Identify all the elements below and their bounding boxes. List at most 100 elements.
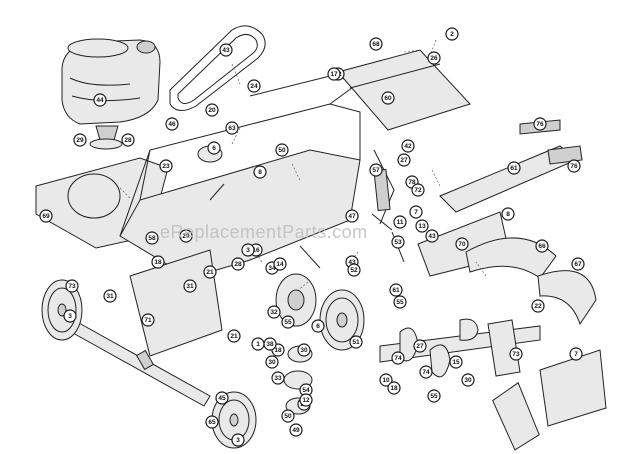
callout-circle bbox=[151, 255, 165, 269]
part-callout: 11 bbox=[393, 215, 407, 229]
part-callout: 18 bbox=[387, 381, 401, 395]
callout-number: 30 bbox=[300, 347, 308, 354]
part-callout: 8 bbox=[253, 165, 267, 179]
callout-circle bbox=[501, 207, 515, 221]
callout-circle bbox=[533, 117, 547, 131]
callout-circle bbox=[427, 389, 441, 403]
callout-number: 45 bbox=[218, 395, 226, 402]
callout-number: 34 bbox=[268, 265, 276, 272]
callout-circle bbox=[281, 315, 295, 329]
callout-circle bbox=[391, 351, 405, 365]
part-callout: 67 bbox=[571, 257, 585, 271]
part-callout: 70 bbox=[455, 237, 469, 251]
callout-number: 29 bbox=[76, 137, 84, 144]
part-callout: 15 bbox=[449, 355, 463, 369]
callout-number: 73 bbox=[68, 283, 76, 290]
callout-number: 8 bbox=[258, 169, 262, 176]
callout-number: 76 bbox=[536, 121, 544, 128]
callout-number: 74 bbox=[422, 369, 430, 376]
callout-circle bbox=[103, 289, 117, 303]
callout-circle bbox=[345, 209, 359, 223]
callout-circle bbox=[455, 237, 469, 251]
part-callout: 74 bbox=[419, 365, 433, 379]
part-callout: 30 bbox=[265, 355, 279, 369]
callout-circle bbox=[65, 279, 79, 293]
callout-circle bbox=[571, 257, 585, 271]
side-guard bbox=[537, 270, 597, 326]
part-callout: 45 bbox=[215, 391, 229, 405]
part-callout: 68 bbox=[369, 37, 383, 51]
callout-number: 16 bbox=[252, 247, 260, 254]
callout-number: 66 bbox=[538, 243, 546, 250]
callout-circle bbox=[461, 373, 475, 387]
callout-number: 65 bbox=[208, 419, 216, 426]
callout-circle bbox=[63, 309, 77, 323]
part-callout: 20 bbox=[205, 103, 219, 117]
part-callout: 61 bbox=[507, 161, 521, 175]
callout-number: 30 bbox=[464, 377, 472, 384]
part-callout: 43 bbox=[219, 43, 233, 57]
callout-number: 27 bbox=[400, 157, 408, 164]
callout-circle bbox=[387, 381, 401, 395]
callout-number: 38 bbox=[266, 341, 274, 348]
part-callout: 52 bbox=[347, 263, 361, 277]
callout-circle bbox=[219, 43, 233, 57]
callout-number: 55 bbox=[430, 393, 438, 400]
callout-number: 30 bbox=[268, 359, 276, 366]
part-callout: 10 bbox=[379, 373, 393, 387]
callout-circle bbox=[369, 37, 383, 51]
callout-circle bbox=[39, 209, 53, 223]
top-cover bbox=[337, 49, 471, 131]
engine bbox=[61, 38, 161, 150]
rear-guard bbox=[465, 237, 557, 279]
callout-number: 73 bbox=[512, 351, 520, 358]
part-callout: 50 bbox=[275, 143, 289, 157]
part-callout: 71 bbox=[141, 313, 155, 327]
callout-number: 61 bbox=[392, 287, 400, 294]
part-callout: 23 bbox=[159, 159, 173, 173]
callout-number: 55 bbox=[284, 319, 292, 326]
callout-circle bbox=[401, 139, 415, 153]
callout-number: 33 bbox=[274, 375, 282, 382]
callout-number: 43 bbox=[222, 47, 230, 54]
callout-number: 74 bbox=[394, 355, 402, 362]
callout-number: 3 bbox=[68, 313, 72, 320]
part-callout: 31 bbox=[103, 289, 117, 303]
callout-circle bbox=[205, 415, 219, 429]
callout-number: 27 bbox=[416, 343, 424, 350]
part-callout: 55 bbox=[427, 389, 441, 403]
part-callout: 73 bbox=[509, 347, 523, 361]
callout-number: 63 bbox=[228, 125, 236, 132]
part-callout: 29 bbox=[179, 229, 193, 243]
callout-number: 22 bbox=[534, 303, 542, 310]
callout-circle bbox=[165, 117, 179, 131]
callout-number: 71 bbox=[144, 317, 152, 324]
callout-number: 7 bbox=[574, 351, 578, 358]
callout-circle bbox=[445, 27, 459, 41]
callout-number: 60 bbox=[384, 95, 392, 102]
callout-number: 31 bbox=[186, 283, 194, 290]
callout-circle bbox=[397, 153, 411, 167]
part-callout: 27 bbox=[397, 153, 411, 167]
callout-circle bbox=[159, 159, 173, 173]
part-callout: 13 bbox=[415, 219, 429, 233]
callout-number: 44 bbox=[96, 97, 104, 104]
part-callout: 76 bbox=[533, 117, 547, 131]
callout-circle bbox=[569, 347, 583, 361]
part-callout: 7 bbox=[409, 205, 423, 219]
callout-number: 3 bbox=[236, 437, 240, 444]
callout-number: 67 bbox=[574, 261, 582, 268]
callout-number: 8 bbox=[506, 211, 510, 218]
callout-circle bbox=[93, 93, 107, 107]
callout-number: 55 bbox=[396, 299, 404, 306]
part-callout: 26 bbox=[427, 51, 441, 65]
callout-number: 2 bbox=[450, 31, 454, 38]
callout-circle bbox=[241, 243, 255, 257]
part-callout: 28 bbox=[231, 257, 245, 271]
callout-number: 54 bbox=[302, 387, 310, 394]
lower-housing bbox=[129, 249, 223, 357]
part-callout: 6 bbox=[207, 141, 221, 155]
callout-circle bbox=[347, 263, 361, 277]
part-callout: 57 bbox=[369, 163, 383, 177]
part-callout: 69 bbox=[39, 209, 53, 223]
